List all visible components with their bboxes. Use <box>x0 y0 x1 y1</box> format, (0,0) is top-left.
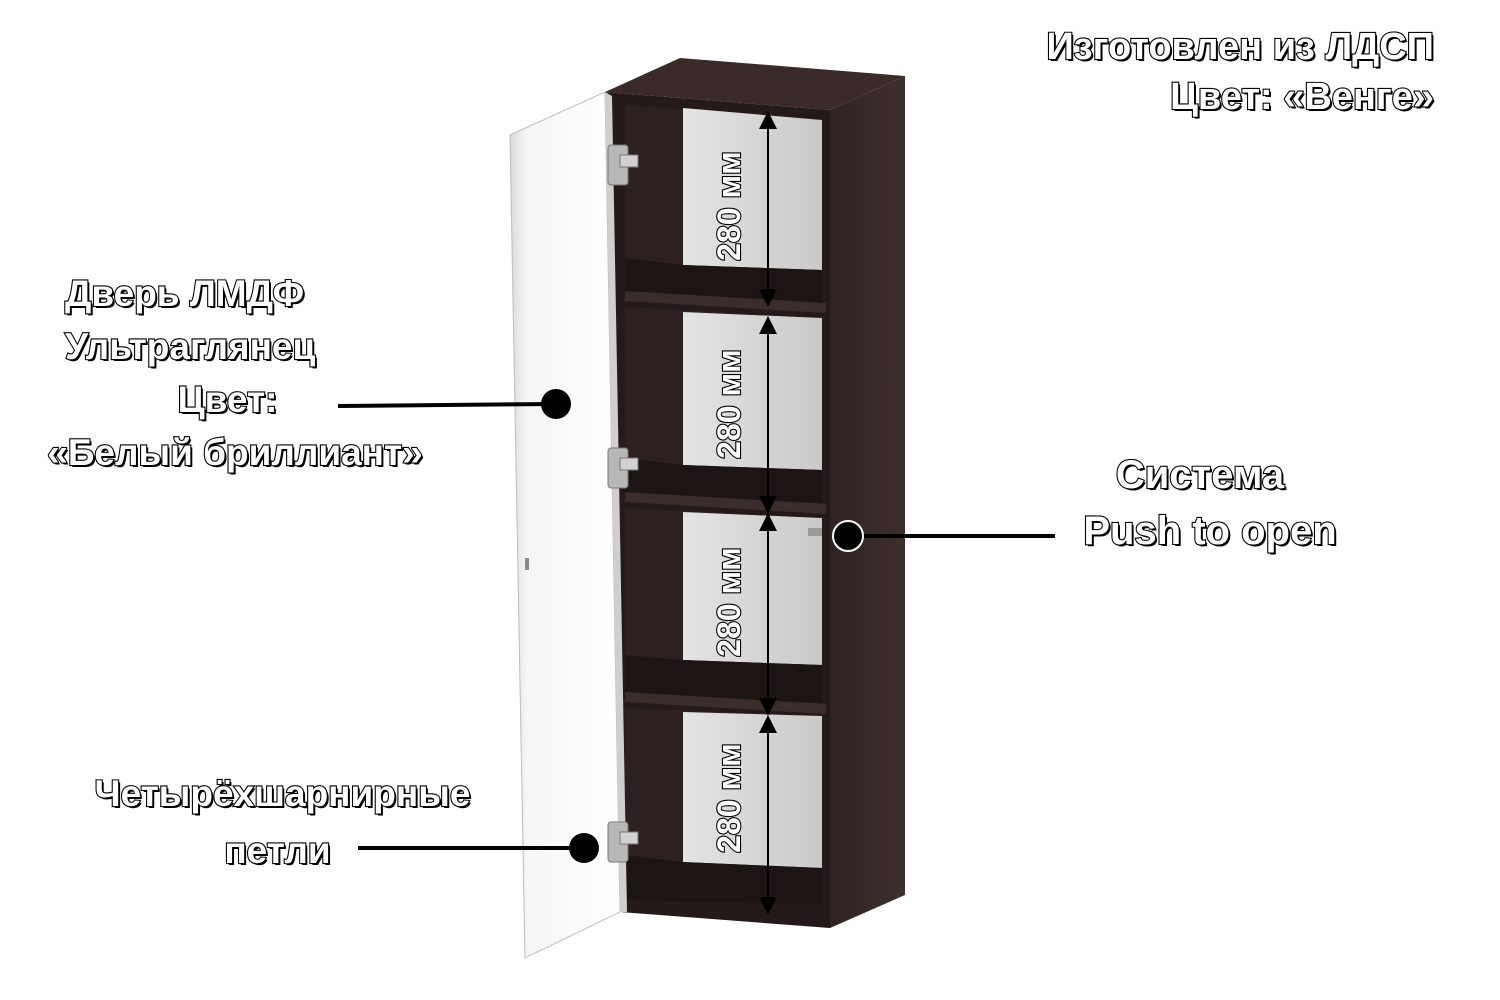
door-label: Дверь ЛМДФ Ультраглянец Цвет: «Белый бри… <box>40 273 430 473</box>
material-note: Изготовлен из ЛДСП Цвет: «Венге» <box>1045 26 1435 118</box>
door-label-line: Дверь ЛМДФ <box>64 273 305 314</box>
callout-dot-push <box>832 520 864 552</box>
cabinet-right-side <box>830 76 905 928</box>
hinge-icon <box>607 821 639 863</box>
push-label-line: Push to open <box>1082 509 1338 553</box>
dimension-label: 280 мм <box>711 743 747 853</box>
door-edge <box>605 92 627 912</box>
shelf-edge-2 <box>624 492 827 514</box>
door-label-line: «Белый бриллиант» <box>46 432 424 473</box>
callouts <box>337 389 1055 863</box>
cabinet-top <box>605 58 905 110</box>
hinge-label-line: петли <box>223 830 332 871</box>
push-label-line: Система <box>1115 453 1286 497</box>
door-panel <box>509 91 621 959</box>
door-label-line: Цвет: <box>176 379 278 420</box>
door-handle-mark <box>525 558 529 570</box>
shelf-edge-3 <box>624 692 827 714</box>
cabinet-door <box>509 91 627 959</box>
push-latch-icon <box>808 528 822 536</box>
push-to-open-label: Система Push to open <box>1060 453 1360 553</box>
callout-dot-hinge <box>569 833 599 863</box>
dimension-label: 280 мм <box>711 151 747 261</box>
color-line: Цвет: «Венге» <box>1169 76 1435 118</box>
hinge-label: Четырёхшарнирные петли <box>70 773 495 871</box>
callout-dot-door <box>541 389 571 419</box>
hinge-icon <box>607 144 639 186</box>
shelf-edge-1 <box>624 291 827 313</box>
hinge-icon <box>607 447 639 489</box>
dimension-label: 280 мм <box>711 349 747 459</box>
material-line: Изготовлен из ЛДСП <box>1045 26 1435 68</box>
hinges <box>607 144 639 863</box>
dimension-labels: 280 мм 280 мм 280 мм 280 мм <box>710 150 748 854</box>
dimension-label: 280 мм <box>711 547 747 657</box>
hinge-label-line: Четырёхшарнирные <box>93 773 471 814</box>
door-label-line: Ультраглянец <box>64 326 316 367</box>
callout-line-door <box>337 402 556 408</box>
